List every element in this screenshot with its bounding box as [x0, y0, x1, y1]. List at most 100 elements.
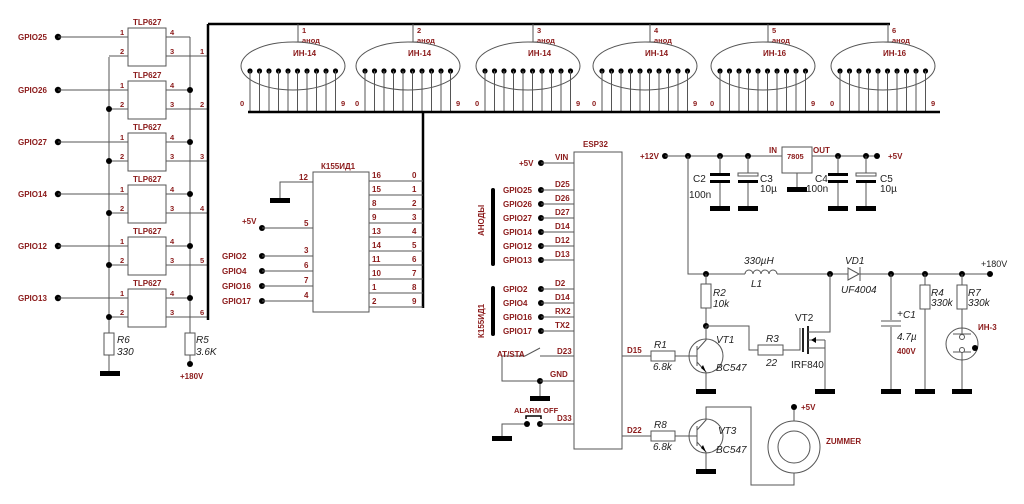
neon-lamp-in3: ИН-3 — [945, 323, 997, 394]
digit-0-label: 0 — [592, 99, 596, 108]
digit-9-label: 9 — [341, 99, 345, 108]
opto-part-label: TLP627 — [133, 18, 162, 27]
resistor-r7: R7 330k — [956, 274, 991, 323]
decoder-input-pin: 7 — [304, 276, 309, 285]
decoder-output-pin: 16 — [372, 171, 381, 180]
c1-name: C1 — [903, 310, 916, 321]
opto-output-number: 2 — [200, 100, 204, 109]
vd1-name: VD1 — [845, 256, 864, 267]
decoder-output-digit: 2 — [412, 199, 417, 208]
opto-input-label: GPIO13 — [18, 294, 47, 303]
decoder-output-pin: 10 — [372, 269, 381, 278]
decoder-k155id1: К155ИД1 12 +5V 5 GPIO23GPIO46GPIO167GPIO… — [222, 162, 423, 313]
decoder-output-pin: 11 — [372, 255, 381, 264]
pin-1: 1 — [120, 289, 124, 298]
diode-vd1: VD1 UF4004 — [841, 256, 877, 296]
capacitor-c4: C4 100n — [806, 156, 848, 211]
esp32-decoder-signal: GPIO4 — [503, 299, 528, 308]
digit-0-label: 0 — [830, 99, 834, 108]
esp32-anode-pin: D27 — [555, 208, 570, 217]
pin-4: 4 — [170, 289, 175, 298]
esp32-part-label: ESP32 — [583, 140, 608, 149]
esp32-decoder-pin: TX2 — [555, 321, 570, 330]
capacitor-c2: C2 100n — [689, 156, 730, 211]
c3-value: 10µ — [760, 184, 777, 195]
decoder-output-digit: 6 — [412, 255, 417, 264]
esp32-anode-pin: D14 — [555, 222, 570, 231]
esp32-vin-pin: VIN — [555, 153, 569, 162]
vout-5v-label: +5V — [888, 152, 903, 161]
anode-bus — [206, 22, 890, 320]
r6-value: 330 — [117, 347, 134, 358]
transistor-vt1: VT1 BC547 — [688, 326, 747, 394]
pin-3: 3 — [170, 100, 174, 109]
capacitor-c3: C3 10µ — [737, 156, 777, 211]
esp32-decoder-signal: GPIO16 — [503, 313, 532, 322]
opto-input-label: GPIO14 — [18, 190, 47, 199]
c2-name: C2 — [693, 174, 706, 185]
alarm-off-button[interactable]: ALARM OFF D33 — [501, 406, 574, 436]
at-sta-switch[interactable]: AT/STA D23 — [497, 347, 574, 370]
decoder-output-digit: 3 — [412, 213, 417, 222]
r3-name: R3 — [766, 334, 779, 345]
r8-value: 6.8k — [653, 442, 673, 453]
pin-3: 3 — [170, 256, 174, 265]
decoder-output-pin: 1 — [372, 283, 377, 292]
resistor-r6: R6 330 — [100, 320, 134, 376]
tube-type: ИН-14 — [645, 49, 669, 58]
decoder-input-signal: GPIO2 — [222, 252, 247, 261]
decoder-output-digit: 1 — [412, 185, 417, 194]
r1-name: R1 — [654, 340, 667, 351]
decoder-output-digit: 4 — [412, 227, 417, 236]
c3-name: C3 — [760, 174, 773, 185]
decoder-group-label: К155ИД1 — [477, 303, 486, 338]
esp32-anode-pin: D13 — [555, 250, 570, 259]
ground-symbol — [270, 198, 290, 203]
tube-type: ИН-16 — [763, 49, 787, 58]
tube-number: 2 — [417, 26, 421, 35]
opto-part-label: TLP627 — [133, 175, 162, 184]
esp32-anode-signal: GPIO27 — [503, 214, 532, 223]
decoder-part-label: К155ИД1 — [321, 162, 356, 171]
pin-1: 1 — [120, 185, 124, 194]
capacitor-c1: + C1 4.7µ 400V — [881, 274, 917, 394]
esp32-anode-signal: GPIO25 — [503, 186, 532, 195]
tube-number: 3 — [537, 26, 541, 35]
digit-0-label: 0 — [475, 99, 479, 108]
c1-voltage: 400V — [897, 347, 916, 356]
opto-input-label: GPIO26 — [18, 86, 47, 95]
pin-2: 2 — [120, 204, 124, 213]
pin-2: 2 — [120, 152, 124, 161]
digit-9-label: 9 — [456, 99, 460, 108]
digit-9-label: 9 — [811, 99, 815, 108]
pin-1: 1 — [120, 133, 124, 142]
esp32-decoder-signal: GPIO2 — [503, 285, 528, 294]
resistor-r4: R4 330k — [915, 274, 954, 394]
decoder-output-pin: 14 — [372, 241, 381, 250]
vt1-part: BC547 — [716, 363, 747, 374]
anode-label: анод — [417, 36, 435, 45]
decoder-input-signal: GPIO17 — [222, 297, 251, 306]
r3-value: 22 — [765, 358, 778, 369]
decoder-input-pin: 6 — [304, 261, 309, 270]
neon-label: ИН-3 — [978, 323, 997, 332]
tube-number: 5 — [772, 26, 776, 35]
pin-2: 2 — [120, 308, 124, 317]
pin-4: 4 — [170, 81, 175, 90]
esp32-decoder-pin: RX2 — [555, 307, 571, 316]
tube-number: 4 — [654, 26, 659, 35]
capacitor-c5: C5 10µ — [855, 156, 897, 211]
pin-4: 4 — [170, 133, 175, 142]
r6-name: R6 — [117, 335, 130, 346]
ground-symbol — [100, 371, 120, 376]
buzzer-supply: +5V — [801, 403, 816, 412]
digit-9-label: 9 — [576, 99, 580, 108]
